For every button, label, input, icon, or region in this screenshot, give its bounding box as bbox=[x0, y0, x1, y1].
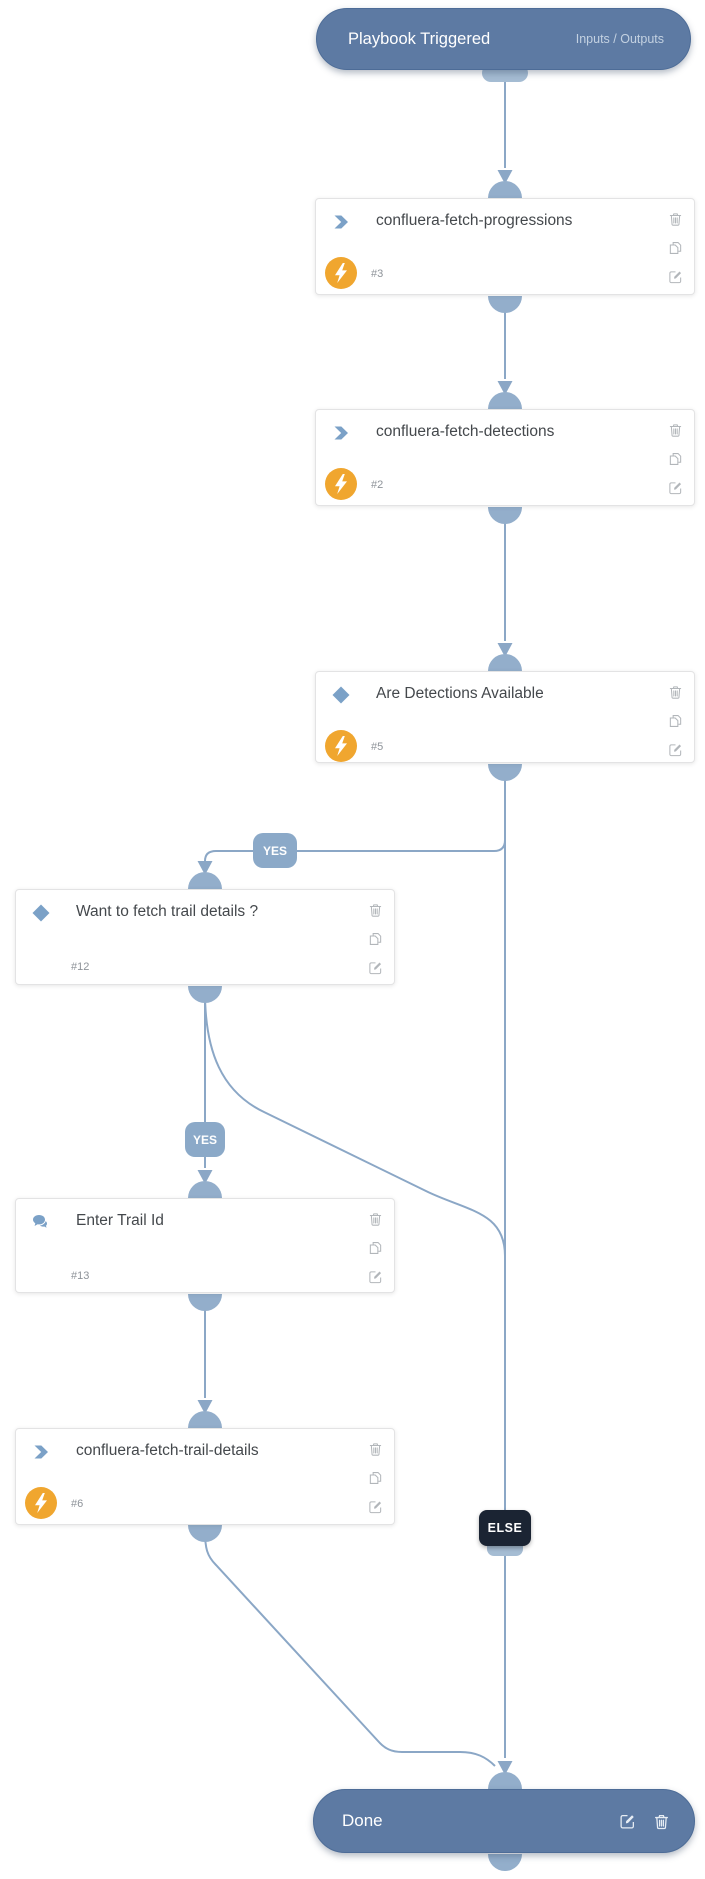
node-action-buttons bbox=[368, 1441, 383, 1515]
connector-stub bbox=[488, 764, 522, 781]
lightning-icon bbox=[325, 468, 357, 500]
connector-stub bbox=[488, 507, 522, 524]
connector-stub bbox=[188, 986, 222, 1003]
decision-node-are-detections-available[interactable]: Are Detections Available #5 bbox=[315, 671, 695, 763]
node-title: Enter Trail Id bbox=[76, 1212, 164, 1229]
action-chevron-icon bbox=[331, 212, 351, 232]
node-action-buttons bbox=[668, 684, 683, 758]
arrowhead bbox=[497, 1761, 513, 1775]
edit-icon[interactable] bbox=[368, 1499, 383, 1515]
connector-stub bbox=[188, 1525, 222, 1542]
node-number: #13 bbox=[71, 1270, 90, 1282]
copy-icon[interactable] bbox=[668, 240, 683, 256]
copy-icon[interactable] bbox=[668, 451, 683, 467]
trash-icon[interactable] bbox=[668, 211, 683, 227]
decision-diamond-icon bbox=[31, 903, 51, 923]
edit-icon[interactable] bbox=[668, 742, 683, 758]
node-number: #2 bbox=[371, 479, 384, 491]
node-title: Want to fetch trail details ? bbox=[76, 903, 259, 920]
yes-label-text: YES bbox=[262, 843, 287, 858]
done-action-buttons bbox=[619, 1813, 670, 1830]
trash-icon[interactable] bbox=[368, 1211, 383, 1227]
edit-icon[interactable] bbox=[368, 1269, 383, 1285]
edit-icon[interactable] bbox=[368, 960, 383, 976]
trash-icon[interactable] bbox=[668, 684, 683, 700]
node-action-buttons bbox=[668, 422, 683, 496]
connector-stub bbox=[488, 392, 522, 409]
node-title: Are Detections Available bbox=[376, 685, 544, 702]
connector-stub bbox=[488, 296, 522, 313]
arrowhead bbox=[197, 1400, 213, 1414]
node-number: #3 bbox=[371, 268, 384, 280]
action-node-confluera-fetch-detections[interactable]: confluera-fetch-detections #2 bbox=[315, 409, 695, 506]
copy-icon[interactable] bbox=[368, 931, 383, 947]
decision-diamond-icon bbox=[331, 685, 351, 705]
node-title: confluera-fetch-progressions bbox=[376, 212, 573, 229]
action-chevron-icon bbox=[31, 1442, 51, 1462]
node-title: confluera-fetch-detections bbox=[376, 423, 555, 440]
copy-icon[interactable] bbox=[368, 1240, 383, 1256]
connector-stub bbox=[488, 1772, 522, 1789]
edit-icon[interactable] bbox=[619, 1813, 636, 1830]
node-number: #5 bbox=[371, 741, 384, 753]
chat-icon bbox=[31, 1212, 51, 1232]
node-number: #12 bbox=[71, 961, 90, 973]
arrowhead bbox=[497, 381, 513, 395]
edge-node12-merge bbox=[204, 991, 506, 1257]
action-node-confluera-fetch-trail-details[interactable]: confluera-fetch-trail-details #6 bbox=[15, 1428, 395, 1525]
trigger-label: Playbook Triggered bbox=[348, 29, 491, 48]
trash-icon[interactable] bbox=[368, 1441, 383, 1457]
inputs-outputs-link[interactable]: Inputs / Outputs bbox=[575, 32, 664, 46]
done-node[interactable]: Done bbox=[313, 1789, 695, 1853]
decision-node-want-to-fetch-trail-details[interactable]: Want to fetch trail details ? #12 bbox=[15, 889, 395, 985]
prompt-node-enter-trail-id[interactable]: Enter Trail Id #13 bbox=[15, 1198, 395, 1293]
edit-icon[interactable] bbox=[668, 269, 683, 285]
node-action-buttons bbox=[368, 902, 383, 976]
connector-stub bbox=[488, 1854, 522, 1871]
edge-label-yes[interactable]: YES bbox=[253, 833, 297, 868]
edge-label-else[interactable]: ELSE bbox=[479, 1510, 531, 1546]
playbook-trigger-node[interactable]: Playbook Triggered Inputs / Outputs bbox=[316, 8, 691, 70]
trash-icon[interactable] bbox=[368, 902, 383, 918]
connector-stub bbox=[188, 1181, 222, 1198]
copy-icon[interactable] bbox=[668, 713, 683, 729]
yes-label-text: YES bbox=[192, 1132, 217, 1147]
connector-stub bbox=[488, 654, 522, 671]
action-node-confluera-fetch-progressions[interactable]: confluera-fetch-progressions #3 bbox=[315, 198, 695, 295]
else-label-text: ELSE bbox=[487, 1521, 523, 1535]
connector-stub bbox=[188, 1411, 222, 1428]
node-action-buttons bbox=[368, 1211, 383, 1285]
done-label: Done bbox=[342, 1811, 383, 1830]
trash-icon[interactable] bbox=[653, 1813, 670, 1830]
connector-stub bbox=[488, 181, 522, 198]
connector-stub bbox=[188, 872, 222, 889]
node-action-buttons bbox=[668, 211, 683, 285]
edge-label-yes[interactable]: YES bbox=[185, 1122, 225, 1157]
arrowhead bbox=[197, 861, 213, 875]
edit-icon[interactable] bbox=[668, 480, 683, 496]
edge-node6-to-done bbox=[204, 1530, 496, 1767]
arrowhead bbox=[497, 170, 513, 184]
trash-icon[interactable] bbox=[668, 422, 683, 438]
lightning-icon bbox=[325, 730, 357, 762]
arrowhead bbox=[497, 643, 513, 657]
lightning-icon bbox=[25, 1487, 57, 1519]
action-chevron-icon bbox=[331, 423, 351, 443]
lightning-icon bbox=[325, 257, 357, 289]
copy-icon[interactable] bbox=[368, 1470, 383, 1486]
node-number: #6 bbox=[71, 1498, 84, 1510]
node-title: confluera-fetch-trail-details bbox=[76, 1442, 259, 1459]
connector-stub bbox=[188, 1294, 222, 1311]
arrowhead bbox=[197, 1170, 213, 1184]
edge-node5-yes-to-node12 bbox=[204, 770, 506, 862]
